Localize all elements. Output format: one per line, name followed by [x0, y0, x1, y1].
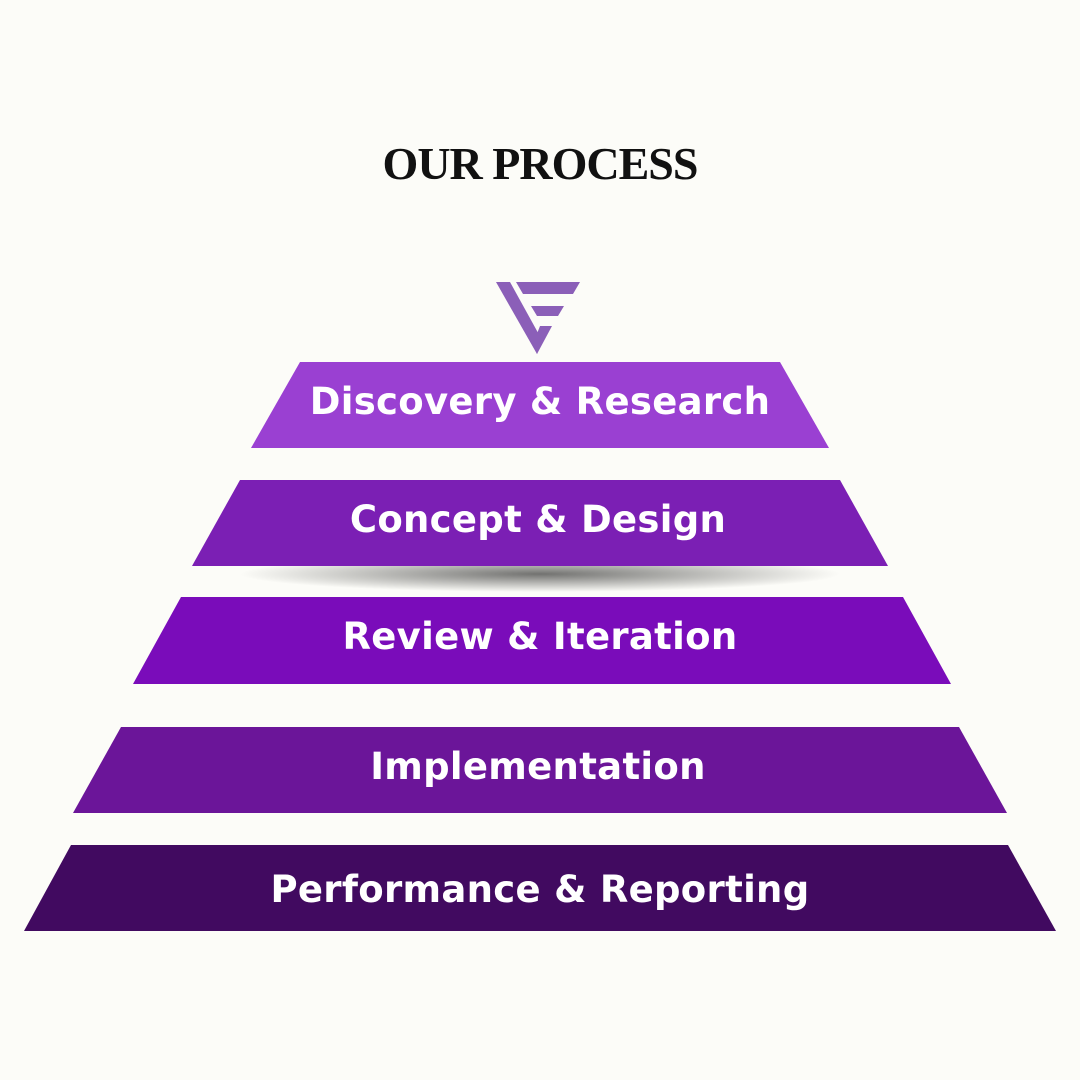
page-title: OUR PROCESS	[382, 138, 699, 189]
tier-5-shape	[24, 845, 1056, 931]
tier-4-label: Implementation	[370, 745, 706, 788]
logo-v-left-stroke	[496, 282, 542, 354]
tier-3: Review & Iteration	[133, 597, 951, 684]
tier-1-label: Discovery & Research	[310, 380, 771, 423]
tier-4-shape	[73, 727, 1007, 813]
tier-4: Implementation	[73, 727, 1007, 813]
tier-3-shape	[133, 597, 951, 684]
vf-monogram-icon	[496, 282, 580, 354]
tier-2-label: Concept & Design	[350, 498, 726, 541]
tier-5: Performance & Reporting	[24, 845, 1056, 931]
tier-1-shape	[251, 362, 829, 448]
logo-f-stem	[533, 326, 552, 354]
tier-1: Discovery & Research	[251, 362, 829, 448]
tier-5-label: Performance & Reporting	[271, 868, 810, 911]
logo-f-middle-bar	[531, 306, 564, 316]
logo-f-top-bar	[516, 282, 580, 294]
tier-3-label: Review & Iteration	[343, 615, 738, 658]
tier-2: Concept & Design	[192, 480, 888, 566]
tier-2-shape	[192, 480, 888, 566]
